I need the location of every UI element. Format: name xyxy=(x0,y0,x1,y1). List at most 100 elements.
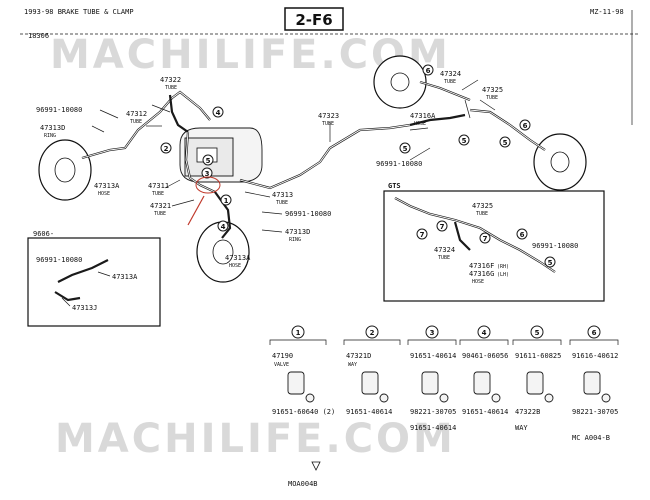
label-47313a-left: 47313A xyxy=(94,182,120,190)
label-47321: 47321 xyxy=(150,202,171,210)
gts-47325: 47325 xyxy=(472,202,493,210)
detail-part-number: 90461-06056 xyxy=(462,352,508,360)
svg-text:5: 5 xyxy=(462,137,467,145)
detail-desc: WAY xyxy=(348,362,357,368)
detail-part-drawing xyxy=(473,371,491,395)
svg-text:6: 6 xyxy=(520,231,525,239)
svg-text:6: 6 xyxy=(523,122,528,130)
gts-96991: 96991-10080 xyxy=(532,242,578,250)
main-labels: 47322 TUBE 47312 TUBE 96991-10080 47313D… xyxy=(36,70,503,269)
label-47312-sub: TUBE xyxy=(130,119,142,125)
down-arrow-icon xyxy=(311,461,321,471)
detail-bracket xyxy=(269,339,327,345)
label-47313-sub: TUBE xyxy=(276,200,288,206)
inset-47313j: 47313J xyxy=(72,304,97,312)
detail-bracket xyxy=(512,339,562,345)
detail-part-drawing xyxy=(583,371,601,395)
svg-text:7: 7 xyxy=(420,231,425,239)
section-ref: 18306 xyxy=(28,32,49,40)
master-cylinder-assembly xyxy=(179,127,263,183)
highlight-circle xyxy=(195,176,221,194)
label-47313: 47313 xyxy=(272,191,293,199)
inset-47313a: 47313A xyxy=(112,273,138,281)
detail-part-drawing xyxy=(361,371,379,395)
svg-text:5: 5 xyxy=(403,145,408,153)
detail-extra: 91651-60640 (2) xyxy=(272,408,335,416)
rear-left-disc xyxy=(373,55,427,109)
detail-extra: 98221-30705 xyxy=(410,408,456,416)
detail-bolt-drawing xyxy=(305,393,315,403)
label-47316a: 47316A xyxy=(410,112,436,120)
detail-bracket xyxy=(343,339,401,345)
svg-text:2: 2 xyxy=(164,145,169,153)
detail-part-drawing xyxy=(421,371,439,395)
svg-text:7: 7 xyxy=(440,223,445,231)
label-47313d-top-sub: RING xyxy=(44,133,56,139)
gts-47325-sub: TUBE xyxy=(476,211,488,217)
label-47313d-top: 47313D xyxy=(40,124,65,132)
detail-number-circle xyxy=(477,325,491,339)
rear-right-disc xyxy=(533,133,587,191)
label-96991-mid: 96991-10080 xyxy=(285,210,331,218)
label-47313d-mid: 47313D xyxy=(285,228,310,236)
section-code: 2-F6 xyxy=(295,11,332,29)
gts-47324-sub: TUBE xyxy=(438,255,450,261)
detail-bolt-drawing xyxy=(491,393,501,403)
gts-47316f-tag: (RH) xyxy=(497,264,509,270)
gts-47324: 47324 xyxy=(434,246,455,254)
label-47311-sub: TUBE xyxy=(152,191,164,197)
detail-part-number: 47190 xyxy=(272,352,293,360)
inset-gts: GTS 7 7 7 6 5 47325 TUBE 47324 TUBE 9699… xyxy=(383,182,605,302)
label-47325-top: 47325 xyxy=(482,86,503,94)
label-47321-sub: TUBE xyxy=(154,211,166,217)
watermark-bottom: MACHILIFE.COM xyxy=(55,416,456,462)
detail-part-number: 91611-60825 xyxy=(515,352,561,360)
label-47313a-low-sub: HOSE xyxy=(229,263,241,269)
inset-96991: 96991-10080 xyxy=(36,256,82,264)
leader-lines xyxy=(91,79,496,233)
footer: MC A004-B MOA004B xyxy=(288,434,610,488)
detail-part-number: 91651-40614 xyxy=(410,352,456,360)
label-47322-sub: TUBE xyxy=(165,85,177,91)
header-left-title: 1993-98 BRAKE TUBE & CLAMP xyxy=(24,8,134,16)
main-callouts: 4 2 3 1 4 5 6 5 5 6 5 xyxy=(160,64,531,232)
svg-text:5: 5 xyxy=(206,157,211,165)
detail-bracket xyxy=(459,339,509,345)
detail-extra2: WAY xyxy=(515,424,528,432)
detail-part-5: 5 91611-60825 47322B WAY xyxy=(512,325,562,432)
label-47322: 47322 xyxy=(160,76,181,84)
svg-text:6: 6 xyxy=(426,67,431,75)
gts-47316g-tag: (LH) xyxy=(497,272,509,278)
header: 1993-98 BRAKE TUBE & CLAMP 2-F6 MZ-11-98… xyxy=(20,7,640,125)
label-47323: 47323 xyxy=(318,112,339,120)
detail-number: 5 xyxy=(535,329,540,337)
detail-number: 2 xyxy=(370,329,375,337)
label-96991-top: 96991-10080 xyxy=(36,106,82,114)
detail-part-drawing xyxy=(287,371,305,395)
detail-number-circle xyxy=(425,325,439,339)
detail-number-circle xyxy=(365,325,379,339)
detail-bolt-drawing xyxy=(601,393,611,403)
inset-ref: 9606- xyxy=(33,230,54,238)
detail-number: 4 xyxy=(482,329,487,337)
detail-number-circle xyxy=(291,325,305,339)
detail-number: 3 xyxy=(430,329,435,337)
detail-part-drawing xyxy=(526,371,544,395)
detail-extra: 47322B xyxy=(515,408,540,416)
svg-text:4: 4 xyxy=(221,223,226,231)
label-47313a-left-sub: HOSE xyxy=(98,191,110,197)
detail-number: 6 xyxy=(592,329,597,337)
label-96991-right: 96991-10080 xyxy=(376,160,422,168)
detail-number: 1 xyxy=(296,329,301,337)
detail-desc: VALVE xyxy=(274,362,289,368)
detail-extra: 91651-40614 xyxy=(346,408,392,416)
footer-code: MC A004-B xyxy=(572,434,610,442)
detail-part-number: 91616-40612 xyxy=(572,352,618,360)
detail-number-circle xyxy=(530,325,544,339)
